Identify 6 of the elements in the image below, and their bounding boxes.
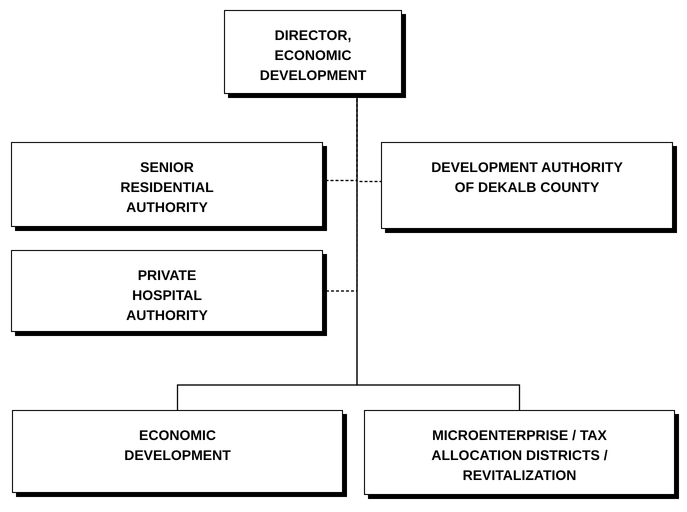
box-title: MICROENTERPRISE / TAX ALLOCATION DISTRICTS / REVITALIZATION	[430, 426, 609, 485]
box-title: SENIOR RESIDENTIAL AUTHORITY	[119, 158, 215, 217]
box-title: DIRECTOR, ECONOMIC DEVELOPMENT	[258, 26, 368, 85]
box-title: ECONOMIC DEVELOPMENT	[123, 426, 232, 465]
box-title: DEVELOPMENT AUTHORITY OF DEKALB COUNTY	[430, 158, 624, 197]
box-title: PRIVATE HOSPITAL AUTHORITY	[125, 266, 209, 325]
